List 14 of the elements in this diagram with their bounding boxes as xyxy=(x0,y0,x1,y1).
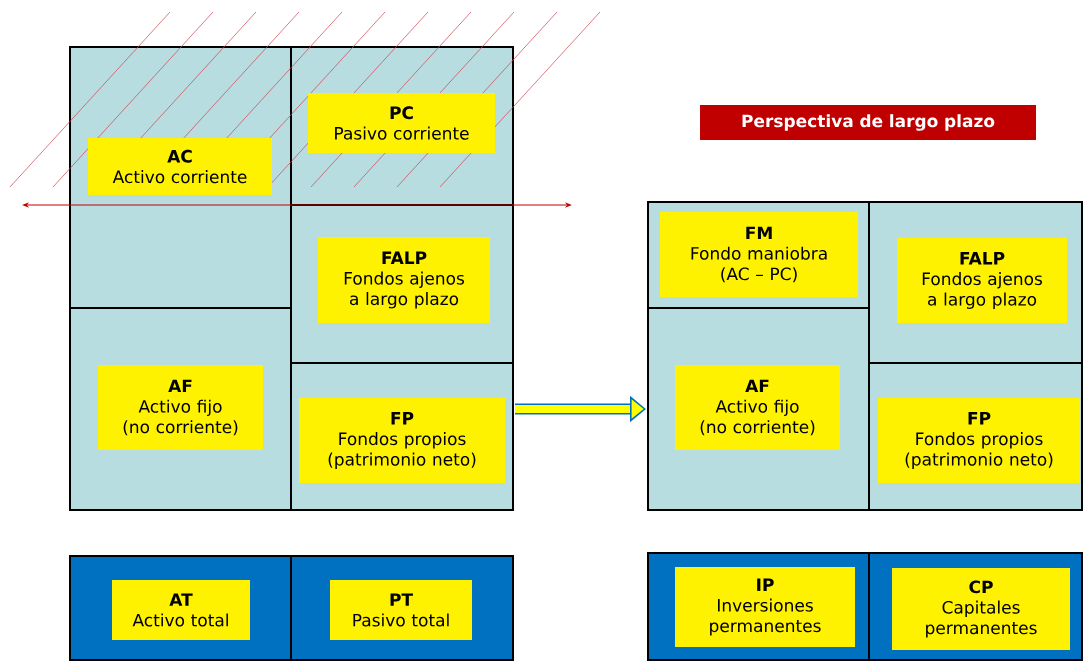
label-box: AT Activo total xyxy=(112,580,250,640)
label-box: PC Pasivo corriente xyxy=(308,93,495,153)
label-box: AF Activo fijo (no corriente) xyxy=(675,365,840,450)
label-box: PT Pasivo total xyxy=(330,580,472,640)
label-box: AC Activo corriente xyxy=(88,138,272,195)
label-box: AF Activo fijo (no corriente) xyxy=(98,365,263,450)
label-box: CP Capitales permanentes xyxy=(892,568,1070,650)
label-box: FALP Fondos ajenos a largo plazo xyxy=(318,237,490,323)
label-box: FM Fondo maniobra (AC – PC) xyxy=(660,212,858,297)
title-banner: Perspectiva de largo plazo xyxy=(700,105,1036,140)
label-box: FALP Fondos ajenos a largo plazo xyxy=(897,238,1067,323)
label-box: FP Fondos propios (patrimonio neto) xyxy=(878,398,1080,483)
label-box: IP Inversiones permanentes xyxy=(675,567,855,647)
label-box: FP Fondos propios (patrimonio neto) xyxy=(299,398,505,483)
